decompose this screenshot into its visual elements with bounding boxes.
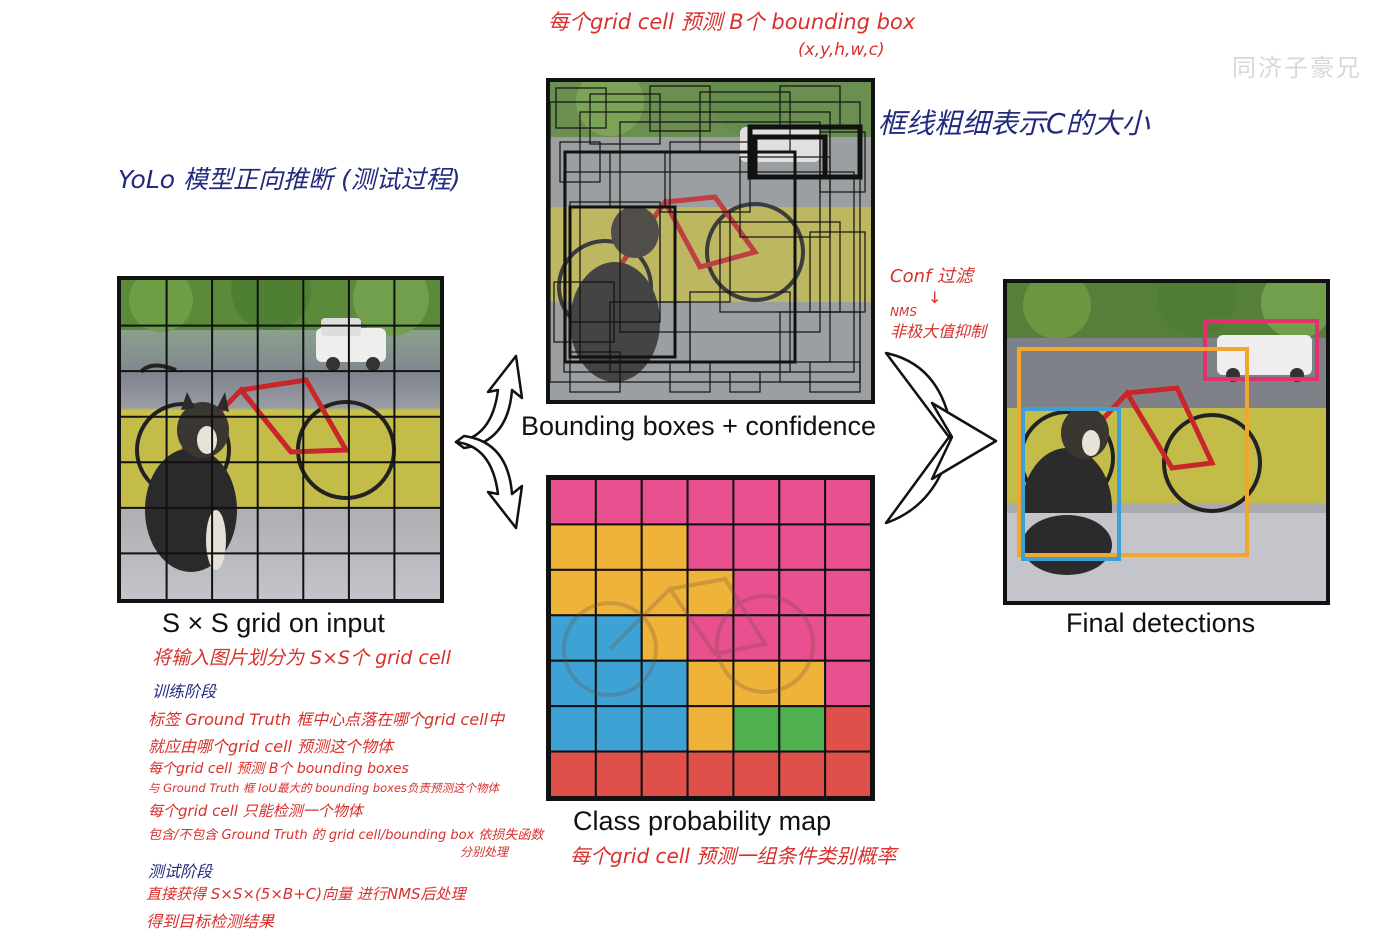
class-cell-yellow: [686, 568, 735, 617]
class-cell-yellow: [686, 659, 735, 708]
class-cell-pink: [686, 523, 735, 571]
train-line-2: 就应由哪个grid cell 预测这个物体: [148, 737, 394, 756]
class-cell-red: [686, 750, 735, 797]
merge-arrow: [884, 351, 998, 525]
class-cell-red: [640, 750, 689, 797]
class-map-note: 每个grid cell 预测一组条件类别概率: [570, 844, 897, 868]
class-cell-blue: [550, 705, 597, 753]
class-cell-pink: [732, 614, 781, 662]
class-cell-pink: [732, 479, 781, 526]
class-cell-green: [732, 705, 781, 753]
faint-bicycle-overlay: [562, 576, 815, 697]
class-cell-pink: [824, 568, 871, 617]
class-cell-red: [778, 750, 827, 797]
class-map-caption: Class probability map: [573, 806, 832, 836]
class-cell-red: [550, 750, 597, 797]
test-header: 测试阶段: [148, 862, 213, 881]
class-cell-pink: [824, 479, 871, 526]
train-header: 训练阶段: [152, 682, 217, 701]
final-detections-image: [1003, 279, 1330, 605]
nms-note: 非极大值抑制: [890, 322, 987, 341]
input-grid-image: [117, 276, 444, 603]
input-caption: S × S grid on input: [162, 608, 385, 638]
class-cell-pink: [686, 479, 735, 526]
class-cell-red: [824, 705, 871, 753]
class-cell-pink: [778, 614, 827, 662]
test-line-2: 得到目标检测结果: [146, 912, 275, 931]
class-cell-yellow: [594, 523, 643, 571]
class-cell-green: [778, 705, 827, 753]
train-line-7: 分别处理: [460, 845, 509, 859]
class-cell-yellow: [594, 568, 643, 617]
class-cell-red: [732, 750, 781, 797]
class-probability-map: [546, 475, 875, 801]
split-note: 将输入图片划分为 S×S个 grid cell: [152, 647, 452, 669]
class-cell-red: [594, 750, 643, 797]
box-thickness-note: 框线粗细表示C的大小: [878, 107, 1150, 140]
class-cell-yellow: [686, 705, 735, 753]
class-cell-blue: [640, 659, 689, 708]
detection-box-dog: [1021, 407, 1121, 561]
train-line-4: 与 Ground Truth 框 IoU最大的 bounding boxes负责…: [148, 781, 499, 795]
conf-arrow: ↓: [928, 288, 942, 307]
class-cell-pink: [640, 479, 689, 526]
class-cell-pink: [824, 614, 871, 662]
class-cell-pink: [778, 479, 827, 526]
class-cell-pink: [824, 659, 871, 708]
class-cell-blue: [640, 705, 689, 753]
class-cell-blue: [594, 659, 643, 708]
conf-filter-note: Conf 过滤: [890, 266, 974, 287]
nms-label: NMS: [890, 305, 917, 319]
split-arrows: [454, 354, 524, 530]
detection-box-bicycle: [1017, 347, 1249, 557]
class-cell-pink: [550, 479, 597, 526]
train-line-3: 每个grid cell 预测 B个 bounding boxes: [148, 761, 409, 777]
class-cell-pink: [732, 523, 781, 571]
top-note-line1: 每个grid cell 预测 B个 bounding box: [548, 10, 916, 34]
class-cell-pink: [824, 523, 871, 571]
title-note: YoLo 模型正向推断 (测试过程): [118, 165, 461, 194]
final-caption: Final detections: [1066, 608, 1256, 638]
class-cell-pink: [594, 479, 643, 526]
class-cell-pink: [686, 614, 735, 662]
class-cell-pink: [778, 523, 827, 571]
bounding-boxes-image: [546, 78, 875, 404]
class-cell-pink: [732, 568, 781, 617]
class-cell-yellow: [640, 523, 689, 571]
train-line-5: 每个grid cell 只能检测一个物体: [148, 802, 363, 820]
watermark: 同济子豪兄: [1232, 54, 1362, 82]
top-note-line2: (x,y,h,w,c): [798, 40, 885, 60]
boxes-caption: Bounding boxes + confidence: [521, 411, 877, 441]
test-line-1: 直接获得 S×S×(5×B+C)向量 进行NMS后处理: [146, 885, 466, 903]
class-cell-yellow: [778, 659, 827, 708]
train-line-1: 标签 Ground Truth 框中心点落在哪个grid cell中: [148, 710, 505, 729]
class-cell-blue: [550, 659, 597, 708]
class-cell-pink: [778, 568, 827, 617]
class-cell-red: [824, 750, 871, 797]
train-line-6: 包含/不包含 Ground Truth 的 grid cell/bounding…: [148, 828, 544, 843]
class-cell-blue: [594, 705, 643, 753]
